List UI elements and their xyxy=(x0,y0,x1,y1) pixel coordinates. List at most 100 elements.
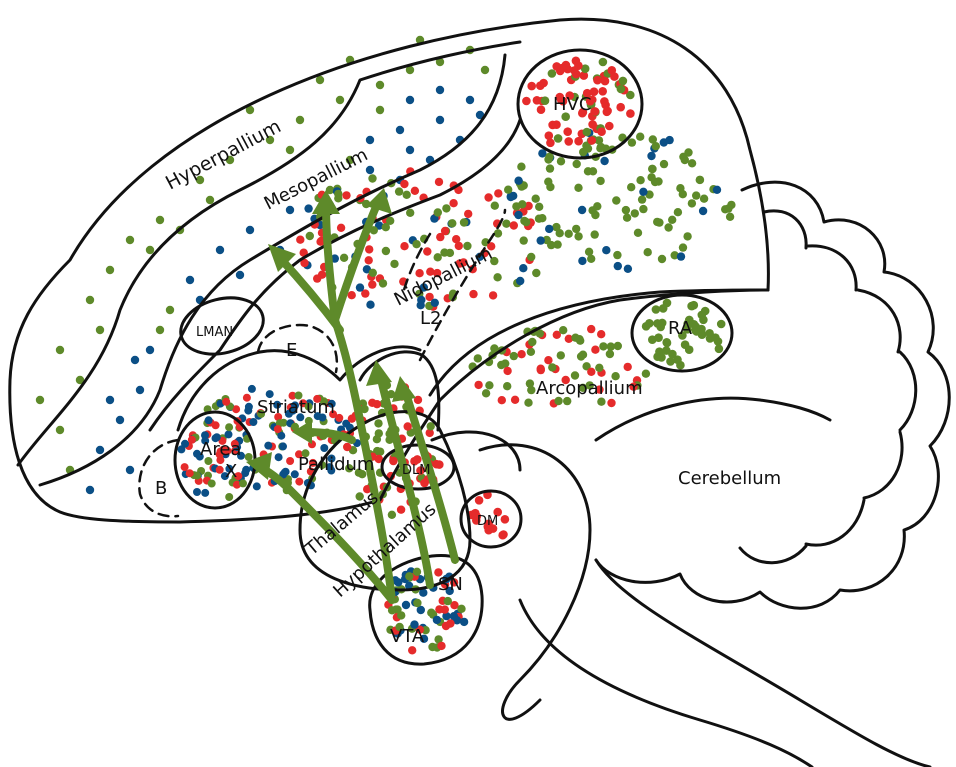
neuron-dot xyxy=(275,453,283,461)
neuron-dot xyxy=(504,186,512,194)
neuron-dot xyxy=(436,116,444,124)
neuron-dot xyxy=(655,218,663,226)
neuron-dot xyxy=(519,264,527,272)
neuron-dot xyxy=(624,363,632,371)
neuron-dot xyxy=(532,195,540,203)
neuron-dot xyxy=(264,442,272,450)
neuron-dot xyxy=(659,304,668,313)
neuron-dot xyxy=(688,159,696,167)
cerebellum-folia-6 xyxy=(806,500,864,545)
neuron-dot xyxy=(193,488,201,496)
neuron-dot xyxy=(441,227,449,235)
neuron-dot xyxy=(481,66,489,74)
neuron-dot xyxy=(588,206,596,214)
neuron-dot xyxy=(674,208,682,216)
neuron-dot xyxy=(86,296,94,304)
neuron-dot xyxy=(574,184,582,192)
neuron-dot xyxy=(455,242,463,250)
neuron-dot xyxy=(607,342,615,350)
neuron-dot xyxy=(222,398,230,406)
telencephalon-outline xyxy=(10,19,769,522)
neuron-dot xyxy=(588,120,597,129)
neuron-dot xyxy=(146,346,154,354)
neuron-dot xyxy=(201,489,209,497)
neuron-dot xyxy=(599,58,608,67)
label-arcopallium: Arcopallium xyxy=(536,378,643,399)
neuron-dot xyxy=(524,399,532,407)
neuron-dot xyxy=(463,242,471,250)
arrowhead-vta xyxy=(366,360,392,386)
neuron-dot xyxy=(600,157,608,165)
neuron-dot xyxy=(389,457,398,466)
cerebellum-inner-line xyxy=(596,398,830,440)
neuron-dot xyxy=(156,326,164,334)
neuron-dot xyxy=(602,246,610,254)
label-e: E xyxy=(286,340,297,361)
neuron-dot xyxy=(665,136,673,144)
neuron-dot xyxy=(573,160,581,168)
neuron-dot xyxy=(126,236,134,244)
neuron-dot xyxy=(440,248,448,256)
neuron-dot xyxy=(434,253,442,261)
neuron-dot xyxy=(557,157,565,165)
neuron-dot xyxy=(527,348,535,356)
neuron-dot xyxy=(405,572,413,580)
label-ra: RA xyxy=(668,318,693,339)
neuron-dot xyxy=(563,127,572,136)
neuron-dot xyxy=(527,253,535,261)
neuron-dot xyxy=(181,463,189,471)
neuron-dot xyxy=(304,204,312,212)
neuron-dot xyxy=(446,619,454,627)
neuron-dot xyxy=(593,76,602,85)
neuron-dot xyxy=(588,136,597,145)
neuron-dot xyxy=(206,196,214,204)
neuron-dot xyxy=(537,236,545,244)
neuron-dot xyxy=(356,283,364,291)
neuron-dot xyxy=(591,346,599,354)
neuron-dot xyxy=(601,77,610,86)
neuron-dot xyxy=(373,435,381,443)
neuron-dot xyxy=(554,134,563,143)
neuron-dot xyxy=(373,400,381,408)
neuron-dot xyxy=(572,70,581,79)
neuron-dot xyxy=(402,601,410,609)
neuron-dot xyxy=(335,414,343,422)
neuron-dot xyxy=(699,207,707,215)
neuron-dot xyxy=(427,609,435,617)
neuron-dot xyxy=(664,223,672,231)
neuron-dot xyxy=(497,361,505,369)
label-mesopallium: Mesopallium xyxy=(261,144,372,214)
neuron-dot xyxy=(636,176,644,184)
neuron-dot xyxy=(571,334,579,342)
neuron-dot xyxy=(131,356,139,364)
neuron-dot xyxy=(348,415,356,423)
neuron-dot xyxy=(411,187,419,195)
neuron-dot xyxy=(502,220,510,228)
label-dlm: DLM xyxy=(402,463,430,478)
neuron-dot xyxy=(600,97,609,106)
neuron-dot xyxy=(388,511,396,519)
neuron-dot xyxy=(685,345,694,354)
neuron-dot xyxy=(713,186,721,194)
neuron-dot xyxy=(366,166,374,174)
neuron-dot xyxy=(644,248,652,256)
cerebellum-folia-7 xyxy=(740,546,806,563)
neuron-dot xyxy=(679,243,687,251)
neuron-dot xyxy=(612,196,620,204)
neuron-dot xyxy=(514,211,522,219)
neuron-dot xyxy=(460,218,468,226)
neuron-dot xyxy=(595,364,603,372)
neuron-dot xyxy=(584,167,592,175)
neuron-dot xyxy=(613,251,621,259)
neuron-dot xyxy=(413,599,421,607)
neuron-dot xyxy=(631,209,639,217)
neuron-dot xyxy=(522,218,530,226)
neuron-dot xyxy=(246,226,254,234)
neuron-dot xyxy=(583,128,592,137)
label-cerebellum: Cerebellum xyxy=(678,468,781,489)
neuron-dot xyxy=(379,279,387,287)
neuron-dot xyxy=(598,87,607,96)
neuron-dot xyxy=(715,345,724,354)
neuron-dot xyxy=(126,466,134,474)
